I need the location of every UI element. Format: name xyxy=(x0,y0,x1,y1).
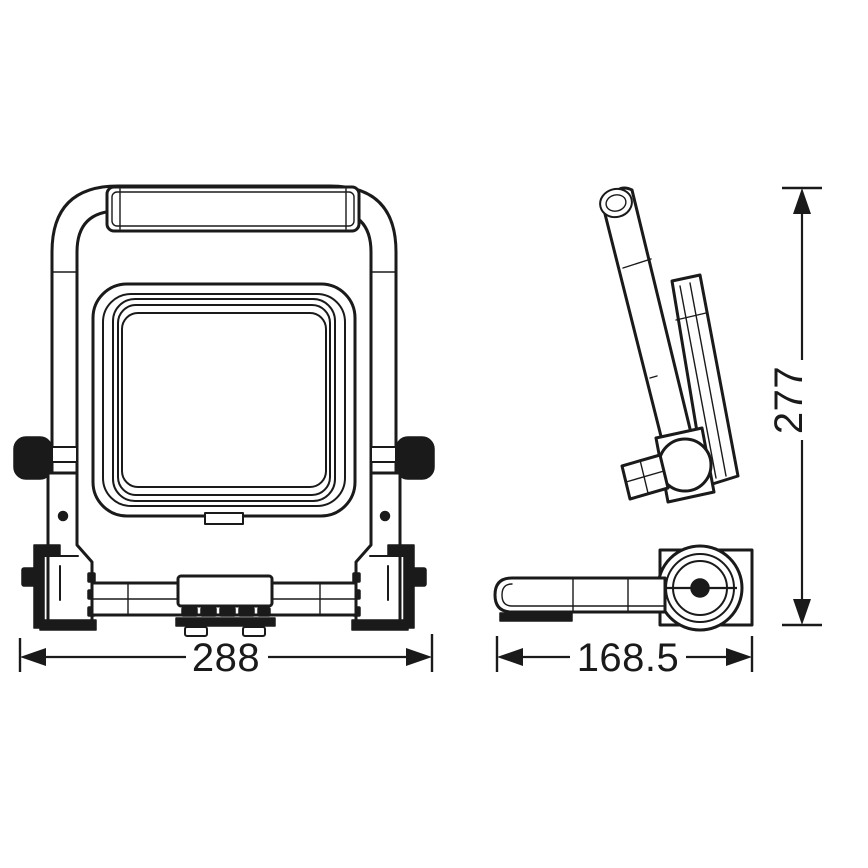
dim-1685-arrowhead-left xyxy=(497,648,523,666)
control-panel-face xyxy=(176,574,274,608)
foot-leg-pad xyxy=(499,612,573,622)
control-panel-ports xyxy=(181,607,271,617)
lamp-body-seam xyxy=(675,312,707,321)
handle-grip-inner-line xyxy=(111,191,355,227)
handle-grip-body xyxy=(105,185,361,233)
pivot-lock-knob xyxy=(620,453,670,501)
right-knob-cap xyxy=(395,436,435,480)
left-knob-shaft xyxy=(51,446,78,463)
handle-arm-seam-2 xyxy=(649,375,658,379)
dim-288-label: 288 xyxy=(192,636,260,680)
left-leg-base-plate xyxy=(39,619,97,631)
lens-glass-panel xyxy=(121,312,327,488)
dimension-168-5: 168.5 xyxy=(495,636,754,680)
control-panel-module xyxy=(175,574,276,637)
left-pivot-knob xyxy=(13,436,78,480)
dim-1685-arrowhead-right xyxy=(726,648,752,666)
handle-frame-outline xyxy=(50,184,398,492)
port-slot-3 xyxy=(219,607,236,617)
lamp-body-profile xyxy=(670,273,740,488)
foot-leg-inner-line xyxy=(501,583,666,607)
handle-frame-loop xyxy=(50,184,398,492)
right-stand-leg xyxy=(351,471,427,631)
right-leg-screw-dot xyxy=(379,510,391,522)
left-knob-cap xyxy=(13,436,53,480)
dimension-288: 288 xyxy=(18,634,434,680)
control-panel-tab-left xyxy=(184,626,208,637)
base-foot-leg xyxy=(493,576,667,622)
handle-end-cap xyxy=(599,187,633,219)
dim-288-arrowhead-right xyxy=(406,648,432,666)
tilt-pivot-joint xyxy=(654,426,716,504)
left-leg-screw-dot xyxy=(57,510,69,522)
dim-277-label: 277 xyxy=(767,366,811,434)
housing-bottom-boss xyxy=(204,512,244,525)
right-leg-notch-1 xyxy=(352,572,361,583)
lens-housing-frame xyxy=(91,282,357,525)
right-knob-shaft xyxy=(370,446,397,463)
port-slot-5 xyxy=(257,607,271,617)
dim-1685-label: 168.5 xyxy=(577,636,680,680)
right-leg-foot-pad xyxy=(411,567,427,587)
foot-leg-body xyxy=(493,576,667,614)
port-slot-4 xyxy=(238,607,255,617)
port-slot-2 xyxy=(200,607,217,617)
right-pivot-knob xyxy=(370,436,435,480)
front-view xyxy=(13,184,435,637)
dim-277-arrowhead-top xyxy=(793,188,811,214)
carry-handle-bar xyxy=(105,185,361,233)
dimension-277: 277 xyxy=(767,186,822,627)
left-leg-foot-pad xyxy=(21,567,37,587)
left-stand-leg xyxy=(21,471,97,631)
handle-end-cap-inner xyxy=(605,194,627,212)
lock-knob-line-2 xyxy=(625,470,665,483)
right-leg-base-plate xyxy=(351,619,409,631)
dim-288-arrowhead-left xyxy=(20,648,46,666)
housing-bezel-inner-line xyxy=(117,304,331,496)
port-slot-1 xyxy=(181,607,198,617)
control-panel-tab-right xyxy=(242,626,266,637)
control-panel-lower-rail xyxy=(175,617,276,627)
dim-277-arrowhead-bottom xyxy=(793,599,811,625)
base-hinge-circle xyxy=(656,544,754,632)
handle-arm-seam-1 xyxy=(622,258,652,269)
side-view xyxy=(493,186,754,632)
housing-outer-inner-line xyxy=(102,293,346,507)
left-leg-notch-1 xyxy=(87,572,96,583)
